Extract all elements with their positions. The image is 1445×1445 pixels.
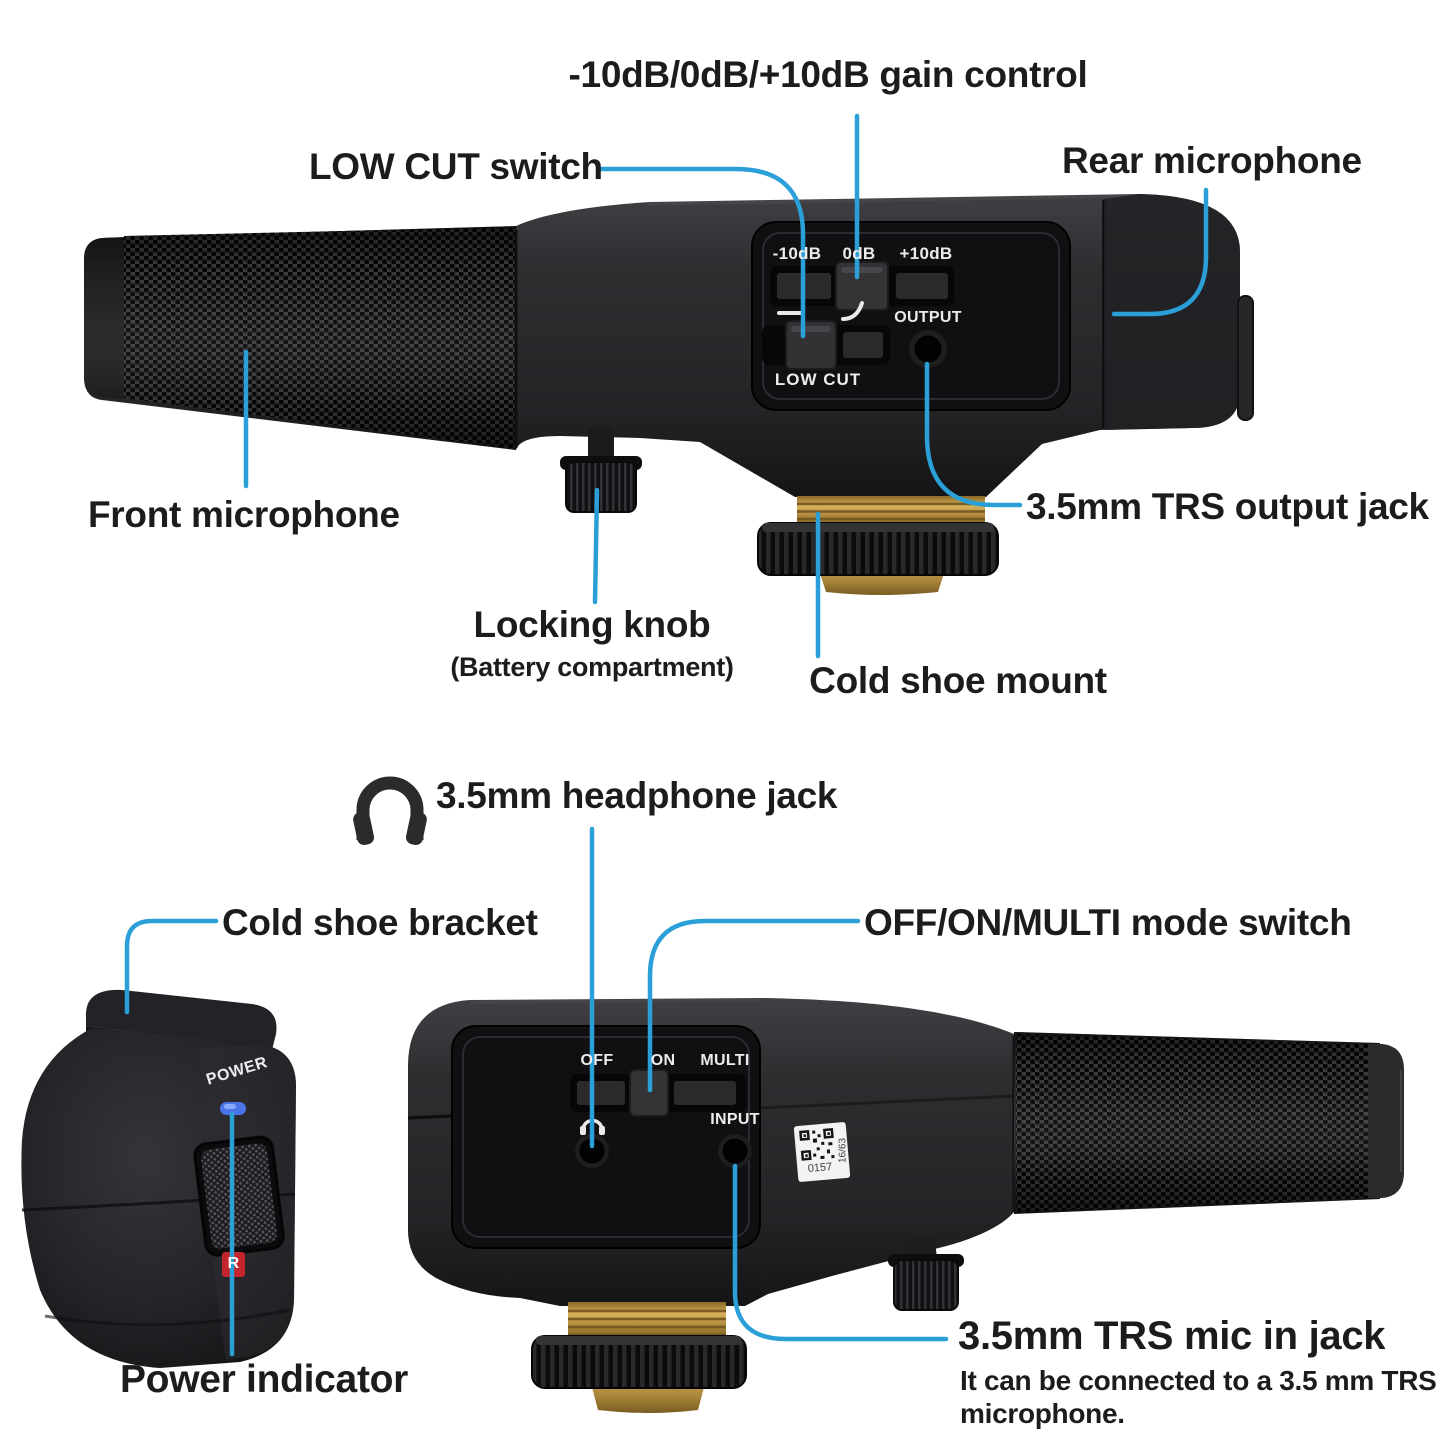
locking-knob-top bbox=[565, 461, 637, 513]
low-cut-panel-text: LOW CUT bbox=[774, 370, 862, 389]
input-panel-text: INPUT bbox=[710, 1111, 760, 1128]
headphone-jack-label: 3.5mm headphone jack bbox=[436, 775, 838, 816]
cold-shoe-bracket-label: Cold shoe bracket bbox=[222, 902, 538, 943]
locking-knob-label: Locking knob bbox=[473, 604, 711, 645]
output-jack-label: 3.5mm TRS output jack bbox=[1026, 486, 1429, 527]
mode-switch-label: OFF/ON/MULTI mode switch bbox=[864, 902, 1352, 943]
brand-badge-letter: R bbox=[227, 1255, 240, 1272]
rear-side-tab bbox=[1237, 295, 1254, 421]
callout-line-rear-mic bbox=[1111, 187, 1209, 317]
gain-option-0: 0dB bbox=[842, 244, 876, 263]
rear-microphone-label: Rear microphone bbox=[1062, 140, 1362, 181]
callout-line-lowcut bbox=[595, 166, 806, 339]
mode-option-off: OFF bbox=[580, 1052, 614, 1069]
low-cut-switch-label: LOW CUT switch bbox=[309, 146, 603, 187]
power-closeup-photo bbox=[21, 989, 297, 1368]
callout-line-output bbox=[924, 361, 1023, 508]
mode-option-multi: MULTI bbox=[700, 1052, 750, 1069]
qr-code-sticker bbox=[793, 1122, 851, 1182]
output-panel-text: OUTPUT bbox=[894, 309, 962, 326]
rear-mic-endcap bbox=[1368, 1044, 1404, 1198]
cold-shoe-bracket-plate bbox=[85, 989, 277, 1050]
headphone-jack-hole bbox=[579, 1138, 605, 1164]
sticker-batch-text: 16/63 bbox=[837, 1137, 849, 1164]
locking-knob-bottom bbox=[893, 1259, 959, 1311]
callout-line-micin bbox=[732, 1163, 949, 1342]
callout-line-bracket bbox=[124, 918, 219, 1015]
lowcut-switch-knob bbox=[785, 320, 837, 370]
sticker-number-text: 0157 bbox=[807, 1160, 833, 1176]
front-microphone-label: Front microphone bbox=[88, 494, 400, 535]
gain-control-label: -10dB/0dB/+10dB gain control bbox=[568, 54, 1088, 95]
locking-knob-note: (Battery compartment) bbox=[450, 652, 734, 682]
gain-switch-knob bbox=[835, 261, 889, 311]
input-jack-hole bbox=[722, 1138, 748, 1164]
headphone-icon bbox=[353, 776, 427, 845]
lowcut-flat-symbol bbox=[777, 311, 803, 315]
mode-option-on: ON bbox=[650, 1052, 676, 1069]
top-device-photo bbox=[84, 194, 1254, 595]
output-jack-hole bbox=[914, 335, 942, 363]
gain-option-minus10: -10dB bbox=[772, 244, 822, 263]
bottom-device-photo bbox=[407, 998, 1404, 1413]
power-indicator-label: Power indicator bbox=[119, 1358, 409, 1401]
callout-line-locking bbox=[592, 487, 600, 605]
cold-shoe-mount-label: Cold shoe mount bbox=[809, 660, 1107, 701]
lowcut-curve-symbol bbox=[841, 301, 864, 321]
closeup-grille bbox=[193, 1135, 285, 1257]
mic-in-jack-label: 3.5mm TRS mic in jack bbox=[958, 1314, 1386, 1358]
gain-option-plus10: +10dB bbox=[899, 244, 953, 263]
mic-in-jack-note: It can be connected to a 3.5 mm TRS micr… bbox=[960, 1365, 1437, 1430]
callout-line-mode bbox=[647, 918, 861, 1093]
